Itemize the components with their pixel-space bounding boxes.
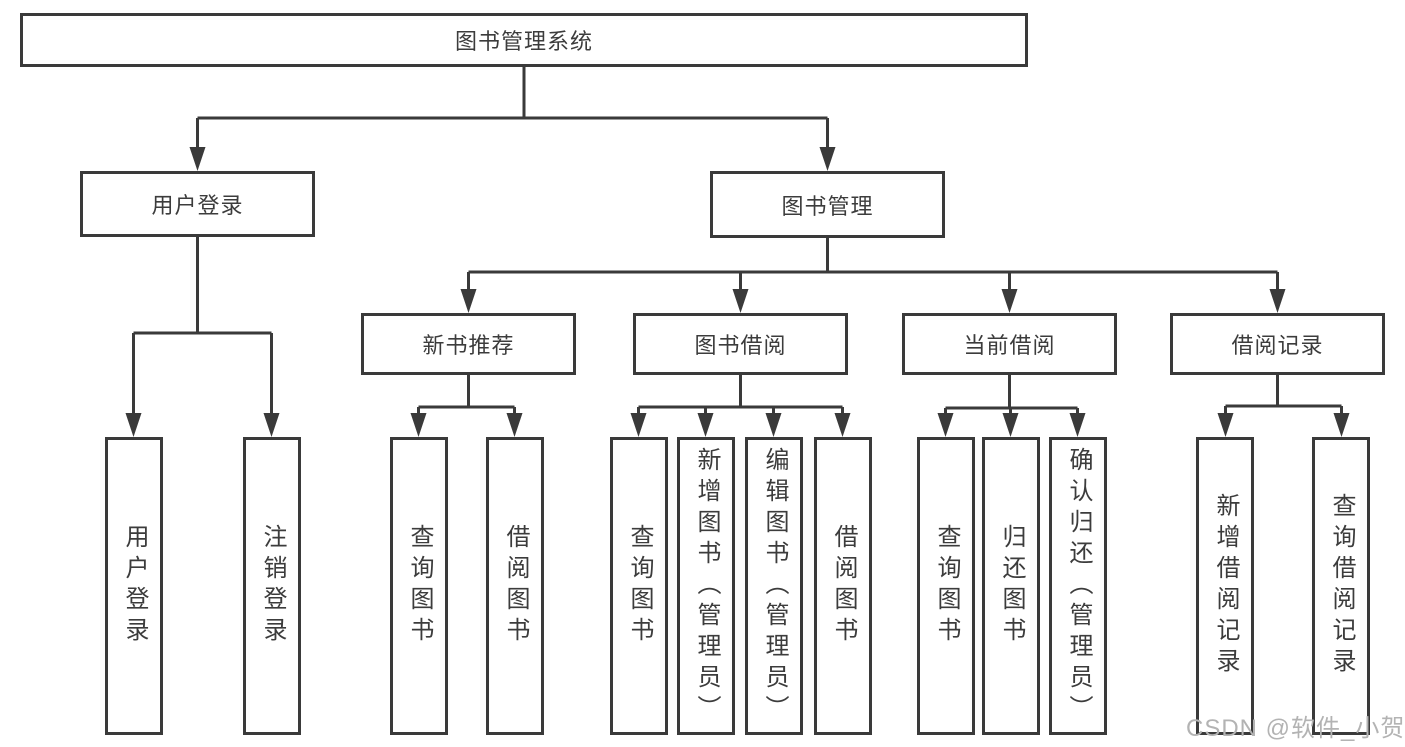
leaf-label: 新增借阅记录	[1212, 493, 1239, 679]
leaf-borrow-book-recommend: 借阅图书	[486, 437, 544, 735]
node-book-borrow: 图书借阅	[633, 313, 848, 375]
leaf-label: 确认归还（管理员）	[1065, 446, 1092, 726]
csdn-watermark: CSDN @软件_小贺同学	[1186, 715, 1405, 742]
node-book-management: 图书管理	[710, 171, 945, 238]
leaf-borrow-book-manage: 借阅图书	[814, 437, 872, 735]
leaf-return-book: 归还图书	[982, 437, 1040, 735]
leaf-logout: 注销登录	[243, 437, 301, 735]
leaf-label: 新增图书（管理员）	[693, 446, 720, 726]
node-library-management-system: 图书管理系统	[20, 13, 1028, 67]
leaf-label: 借阅图书	[830, 524, 857, 648]
node-current-borrow: 当前借阅	[902, 313, 1117, 375]
leaf-user-login: 用户登录	[105, 437, 163, 735]
leaf-add-book-admin: 新增图书（管理员）	[677, 437, 735, 735]
node-label: 图书管理	[781, 193, 874, 219]
leaf-search-book-manage: 查询图书	[610, 437, 668, 735]
leaf-label: 用户登录	[121, 524, 148, 648]
leaf-confirm-return-admin: 确认归还（管理员）	[1049, 437, 1107, 735]
leaf-label: 借阅图书	[502, 524, 529, 648]
node-label: 当前借阅	[963, 333, 1056, 358]
arrowheads	[125, 147, 1350, 437]
node-label: 借阅记录	[1231, 333, 1324, 358]
leaf-search-book-recommend: 查询图书	[390, 437, 448, 735]
tree-edges	[132, 67, 1343, 416]
leaf-label: 查询图书	[933, 524, 960, 648]
leaf-add-borrow-record: 新增借阅记录	[1196, 437, 1254, 735]
leaf-search-borrow-record: 查询借阅记录	[1312, 437, 1370, 735]
leaf-label: 查询借阅记录	[1328, 493, 1355, 679]
node-label: 用户登录	[151, 193, 244, 218]
node-label: 图书借阅	[694, 333, 787, 358]
leaf-label: 归还图书	[998, 524, 1025, 648]
node-borrow-records: 借阅记录	[1170, 313, 1385, 375]
node-label: 图书管理系统	[454, 29, 593, 54]
node-label: 新书推荐	[422, 333, 515, 358]
leaf-edit-book-admin: 编辑图书（管理员）	[745, 437, 803, 735]
leaf-label: 查询图书	[406, 524, 433, 648]
leaf-label: 查询图书	[626, 524, 653, 648]
node-user-login: 用户登录	[80, 171, 315, 237]
leaf-label: 注销登录	[259, 524, 286, 648]
leaf-search-book-current: 查询图书	[917, 437, 975, 735]
node-new-book-recommend: 新书推荐	[361, 313, 576, 375]
leaf-label: 编辑图书（管理员）	[761, 446, 788, 726]
